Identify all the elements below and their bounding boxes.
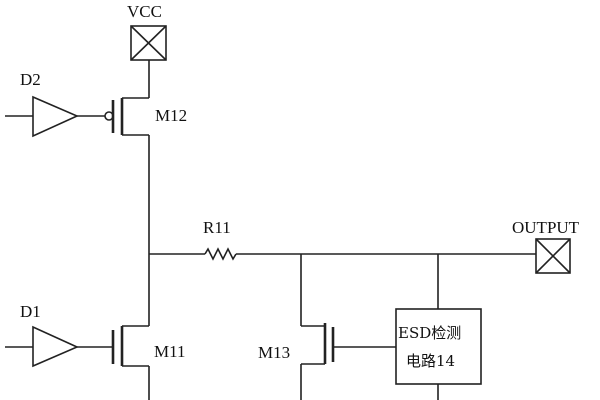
output-label: OUTPUT xyxy=(512,218,580,237)
m13-transistor xyxy=(300,254,396,400)
r11-label: R11 xyxy=(203,218,231,237)
d1-buffer-symbol xyxy=(5,325,113,368)
vcc-terminal xyxy=(130,25,167,61)
esd-block-line2: 电路14 xyxy=(406,352,455,370)
output-terminal xyxy=(535,238,571,274)
d2-buffer-symbol xyxy=(5,95,105,138)
esd-block-line1: ESD检测 xyxy=(398,324,461,342)
m13-label: M13 xyxy=(258,343,290,362)
m12-label: M12 xyxy=(155,106,187,125)
r11-resistor xyxy=(149,247,540,261)
d2-label: D2 xyxy=(20,70,41,89)
m11-transistor xyxy=(111,325,150,400)
esd-detection-block xyxy=(395,308,482,385)
d1-label: D1 xyxy=(20,302,41,321)
m11-label: M11 xyxy=(154,342,186,361)
vcc-label: VCC xyxy=(127,2,162,21)
m12-transistor xyxy=(104,97,149,136)
